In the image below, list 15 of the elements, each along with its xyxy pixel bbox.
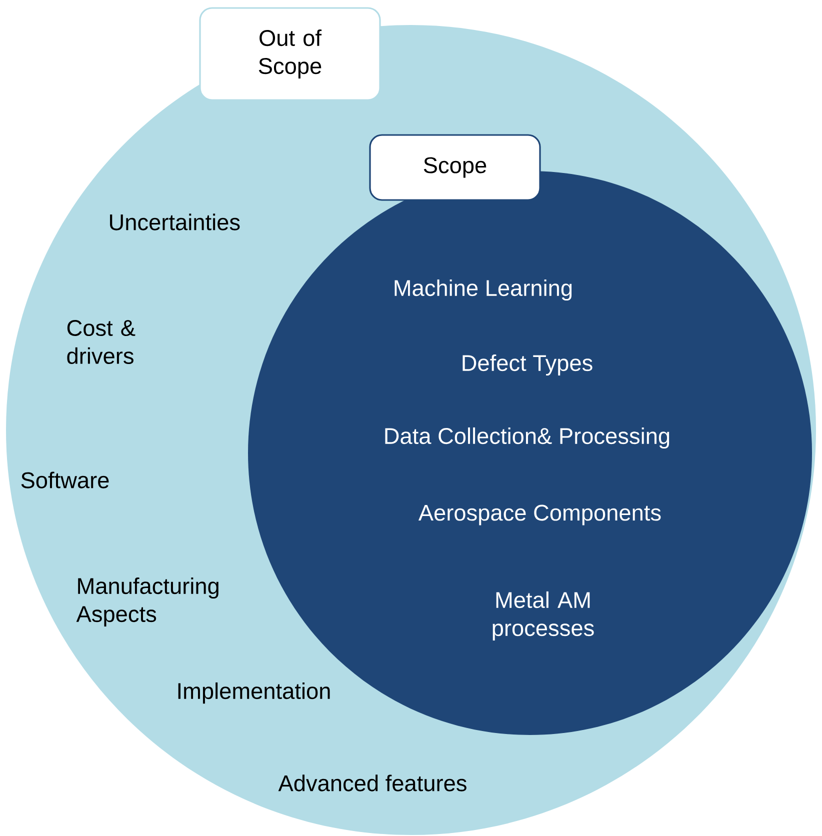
item-label: Cost & drivers [67, 320, 136, 364]
item-label: Manufacturing Aspects [76, 577, 218, 627]
heading-tab: Scope [369, 134, 541, 201]
item-label: Advanced features [278, 774, 466, 792]
item-label: Aerospace Components [418, 504, 661, 526]
item-label: Metal AM processes [492, 591, 594, 641]
item-label: Uncertainties [110, 214, 240, 230]
item-label: Defect Types [462, 354, 592, 376]
item-label: Software [21, 472, 109, 488]
item-label: Machine Learning [394, 279, 572, 301]
item-label: Data Collection& Processing [385, 427, 670, 449]
heading-tab: Out of Scope [199, 7, 381, 101]
node-label: Scope [424, 157, 486, 178]
node-label: Out of Scope [258, 29, 322, 79]
item-label: Implementation [178, 682, 330, 704]
